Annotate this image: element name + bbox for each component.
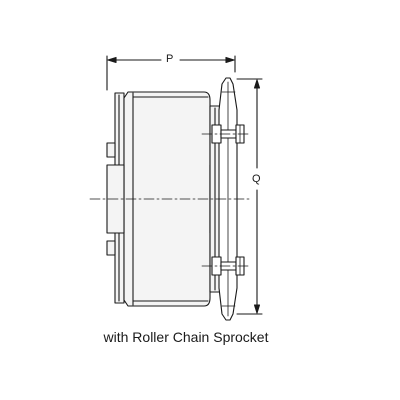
figure-caption: with Roller Chain Sprocket xyxy=(103,329,269,345)
flange-tab-bottom xyxy=(106,240,116,256)
dimension-q xyxy=(236,78,263,315)
arrowhead-p-right xyxy=(225,56,235,64)
dimension-label-p: P xyxy=(166,53,174,65)
arrowhead-q-top xyxy=(253,79,261,89)
arrowhead-p-left xyxy=(107,56,117,64)
flange-tab-top xyxy=(106,142,116,158)
dimension-p xyxy=(106,55,236,91)
arrowhead-q-bottom xyxy=(253,304,261,314)
center-lines xyxy=(89,133,253,267)
dimension-label-q: Q xyxy=(252,173,261,185)
